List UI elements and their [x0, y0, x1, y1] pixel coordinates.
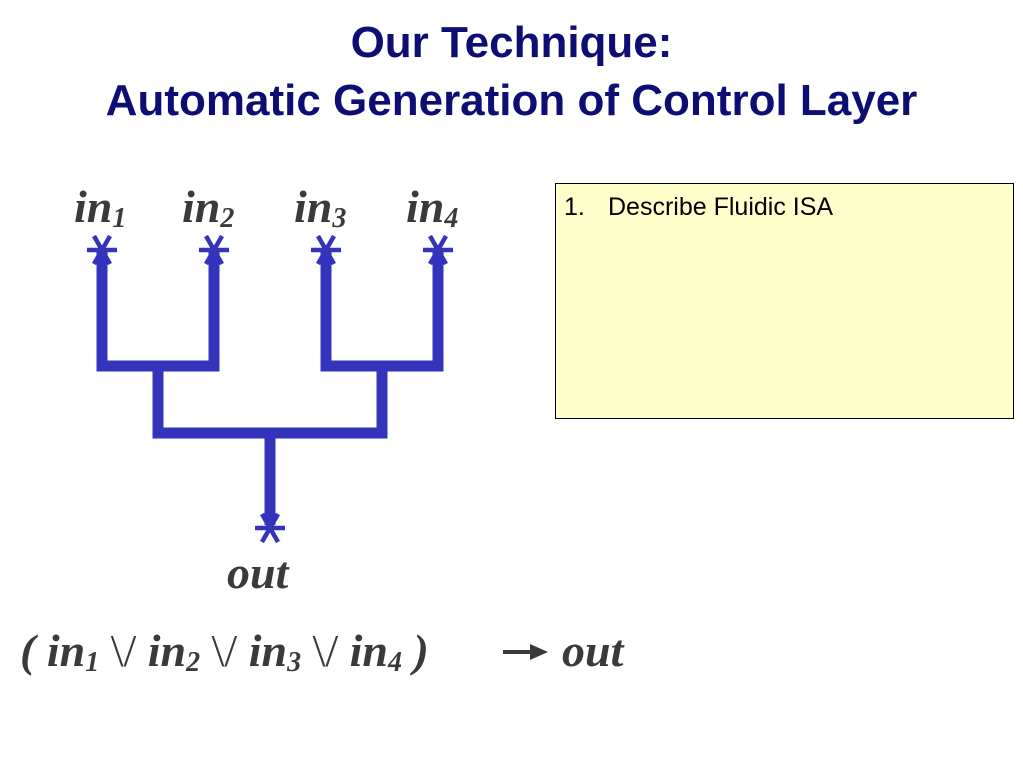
channel-right-pair: [320, 248, 444, 372]
asterisk-port-icon: [423, 234, 453, 266]
formula-term-1: in: [47, 625, 85, 676]
input-label-1: in1: [74, 181, 126, 234]
asterisk-port-icon: [255, 512, 285, 544]
title-line-1: Our Technique:: [350, 18, 673, 67]
input-label-3: in3: [294, 181, 346, 234]
steps-note-box: 1. Describe Fluidic ISA: [555, 183, 1014, 419]
channel-tree: [96, 248, 444, 525]
slide-title: Our Technique: Automatic Generation of C…: [0, 14, 1023, 130]
asterisk-port-icon: [199, 234, 229, 266]
step-number: 1.: [564, 193, 585, 221]
formula-operator: \/: [111, 625, 137, 676]
output-label: out: [227, 547, 290, 598]
asterisk-port-icon: [311, 234, 341, 266]
title-line-2: Automatic Generation of Control Layer: [105, 76, 918, 125]
channel-left-pair: [96, 248, 220, 372]
formula-close-paren: ): [410, 625, 429, 676]
step-item-1: 1. Describe Fluidic ISA: [564, 192, 1005, 222]
formula-operator: \/: [313, 625, 339, 676]
input-label-2: in2: [182, 181, 234, 234]
channel-merge: [152, 366, 388, 439]
right-arrow-icon: [503, 644, 548, 660]
formula-term-3: in: [249, 625, 287, 676]
input-label-4: in4: [406, 181, 458, 234]
formula-open-paren: (: [20, 625, 39, 676]
step-text: Describe Fluidic ISA: [608, 193, 834, 221]
formula-result: out: [562, 625, 625, 676]
formula-term-2: in: [148, 625, 186, 676]
formula: ( in1 \/ in2 \/ in3 \/ in4 ): [20, 625, 429, 681]
formula-operator: \/: [212, 625, 238, 676]
formula-term-4: in: [350, 625, 388, 676]
asterisk-port-icon: [87, 234, 117, 266]
